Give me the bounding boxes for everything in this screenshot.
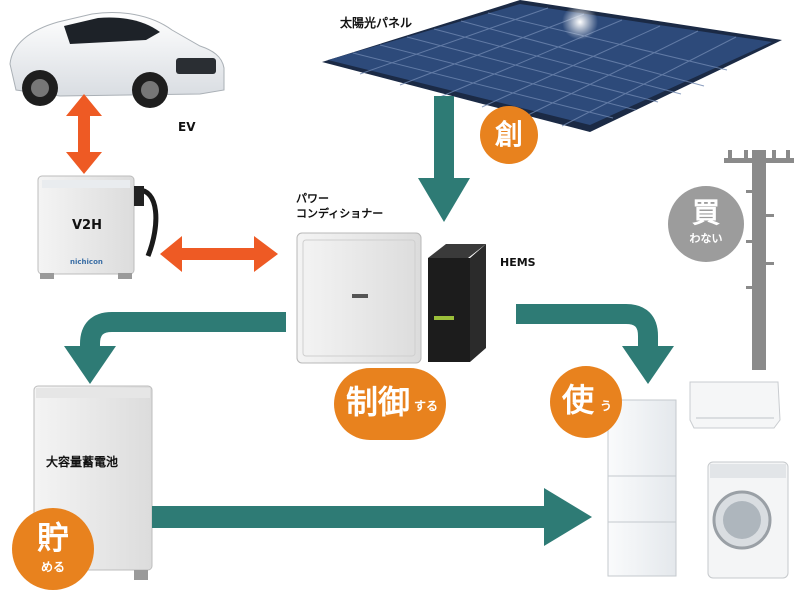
arrow-ev-v2h: [66, 94, 102, 174]
v2h-unit: [37, 175, 159, 279]
badge-buy: 買 わない: [668, 186, 744, 262]
badge-use: 使 う: [550, 366, 622, 438]
badge-control-main: 制御: [346, 383, 411, 421]
battery-label: 大容量蓄電池: [46, 455, 119, 469]
flow-arrows: [64, 96, 674, 546]
v2h-label: V2H: [72, 218, 102, 233]
badge-buy-main: 買: [691, 196, 720, 229]
badge-buy-sub: わない: [689, 232, 723, 245]
power-conditioner: [296, 232, 422, 364]
badge-control-sub: する: [414, 399, 439, 413]
badge-use-main: 使: [562, 381, 595, 419]
badge-store: 貯 める: [12, 508, 94, 590]
badge-create-main: 創: [494, 118, 523, 151]
badge-create: 創: [480, 106, 538, 164]
ev-label: EV: [178, 120, 196, 134]
arrow-pcs-to-battery: [64, 312, 286, 384]
washing-machine: [707, 461, 789, 579]
arrow-pcs-to-appliances: [516, 304, 674, 384]
badge-control: 制御 する: [334, 368, 446, 440]
air-conditioner: [689, 381, 781, 429]
badge-use-sub: う: [600, 399, 613, 413]
exchange-arrows: [66, 94, 278, 272]
hems-label: HEMS: [500, 256, 536, 269]
arrow-battery-to-appliances: [152, 488, 592, 546]
badge-store-sub: める: [40, 560, 65, 574]
arrow-solar-to-pcs: [418, 96, 470, 222]
utility-pole: [724, 150, 794, 370]
pcs-label-line2: コンディショナー: [296, 207, 384, 220]
v2h-brand-label: nichicon: [70, 258, 103, 266]
refrigerator: [607, 399, 677, 577]
ev-car: [9, 12, 225, 108]
solar-panel-label: 太陽光パネル: [340, 16, 413, 30]
badge-store-main: 貯: [36, 519, 69, 557]
arrow-v2h-pcs: [160, 236, 278, 272]
pcs-label-line1: パワー: [296, 192, 329, 205]
hems-unit: [428, 244, 486, 362]
solar-panel: [322, 0, 782, 132]
